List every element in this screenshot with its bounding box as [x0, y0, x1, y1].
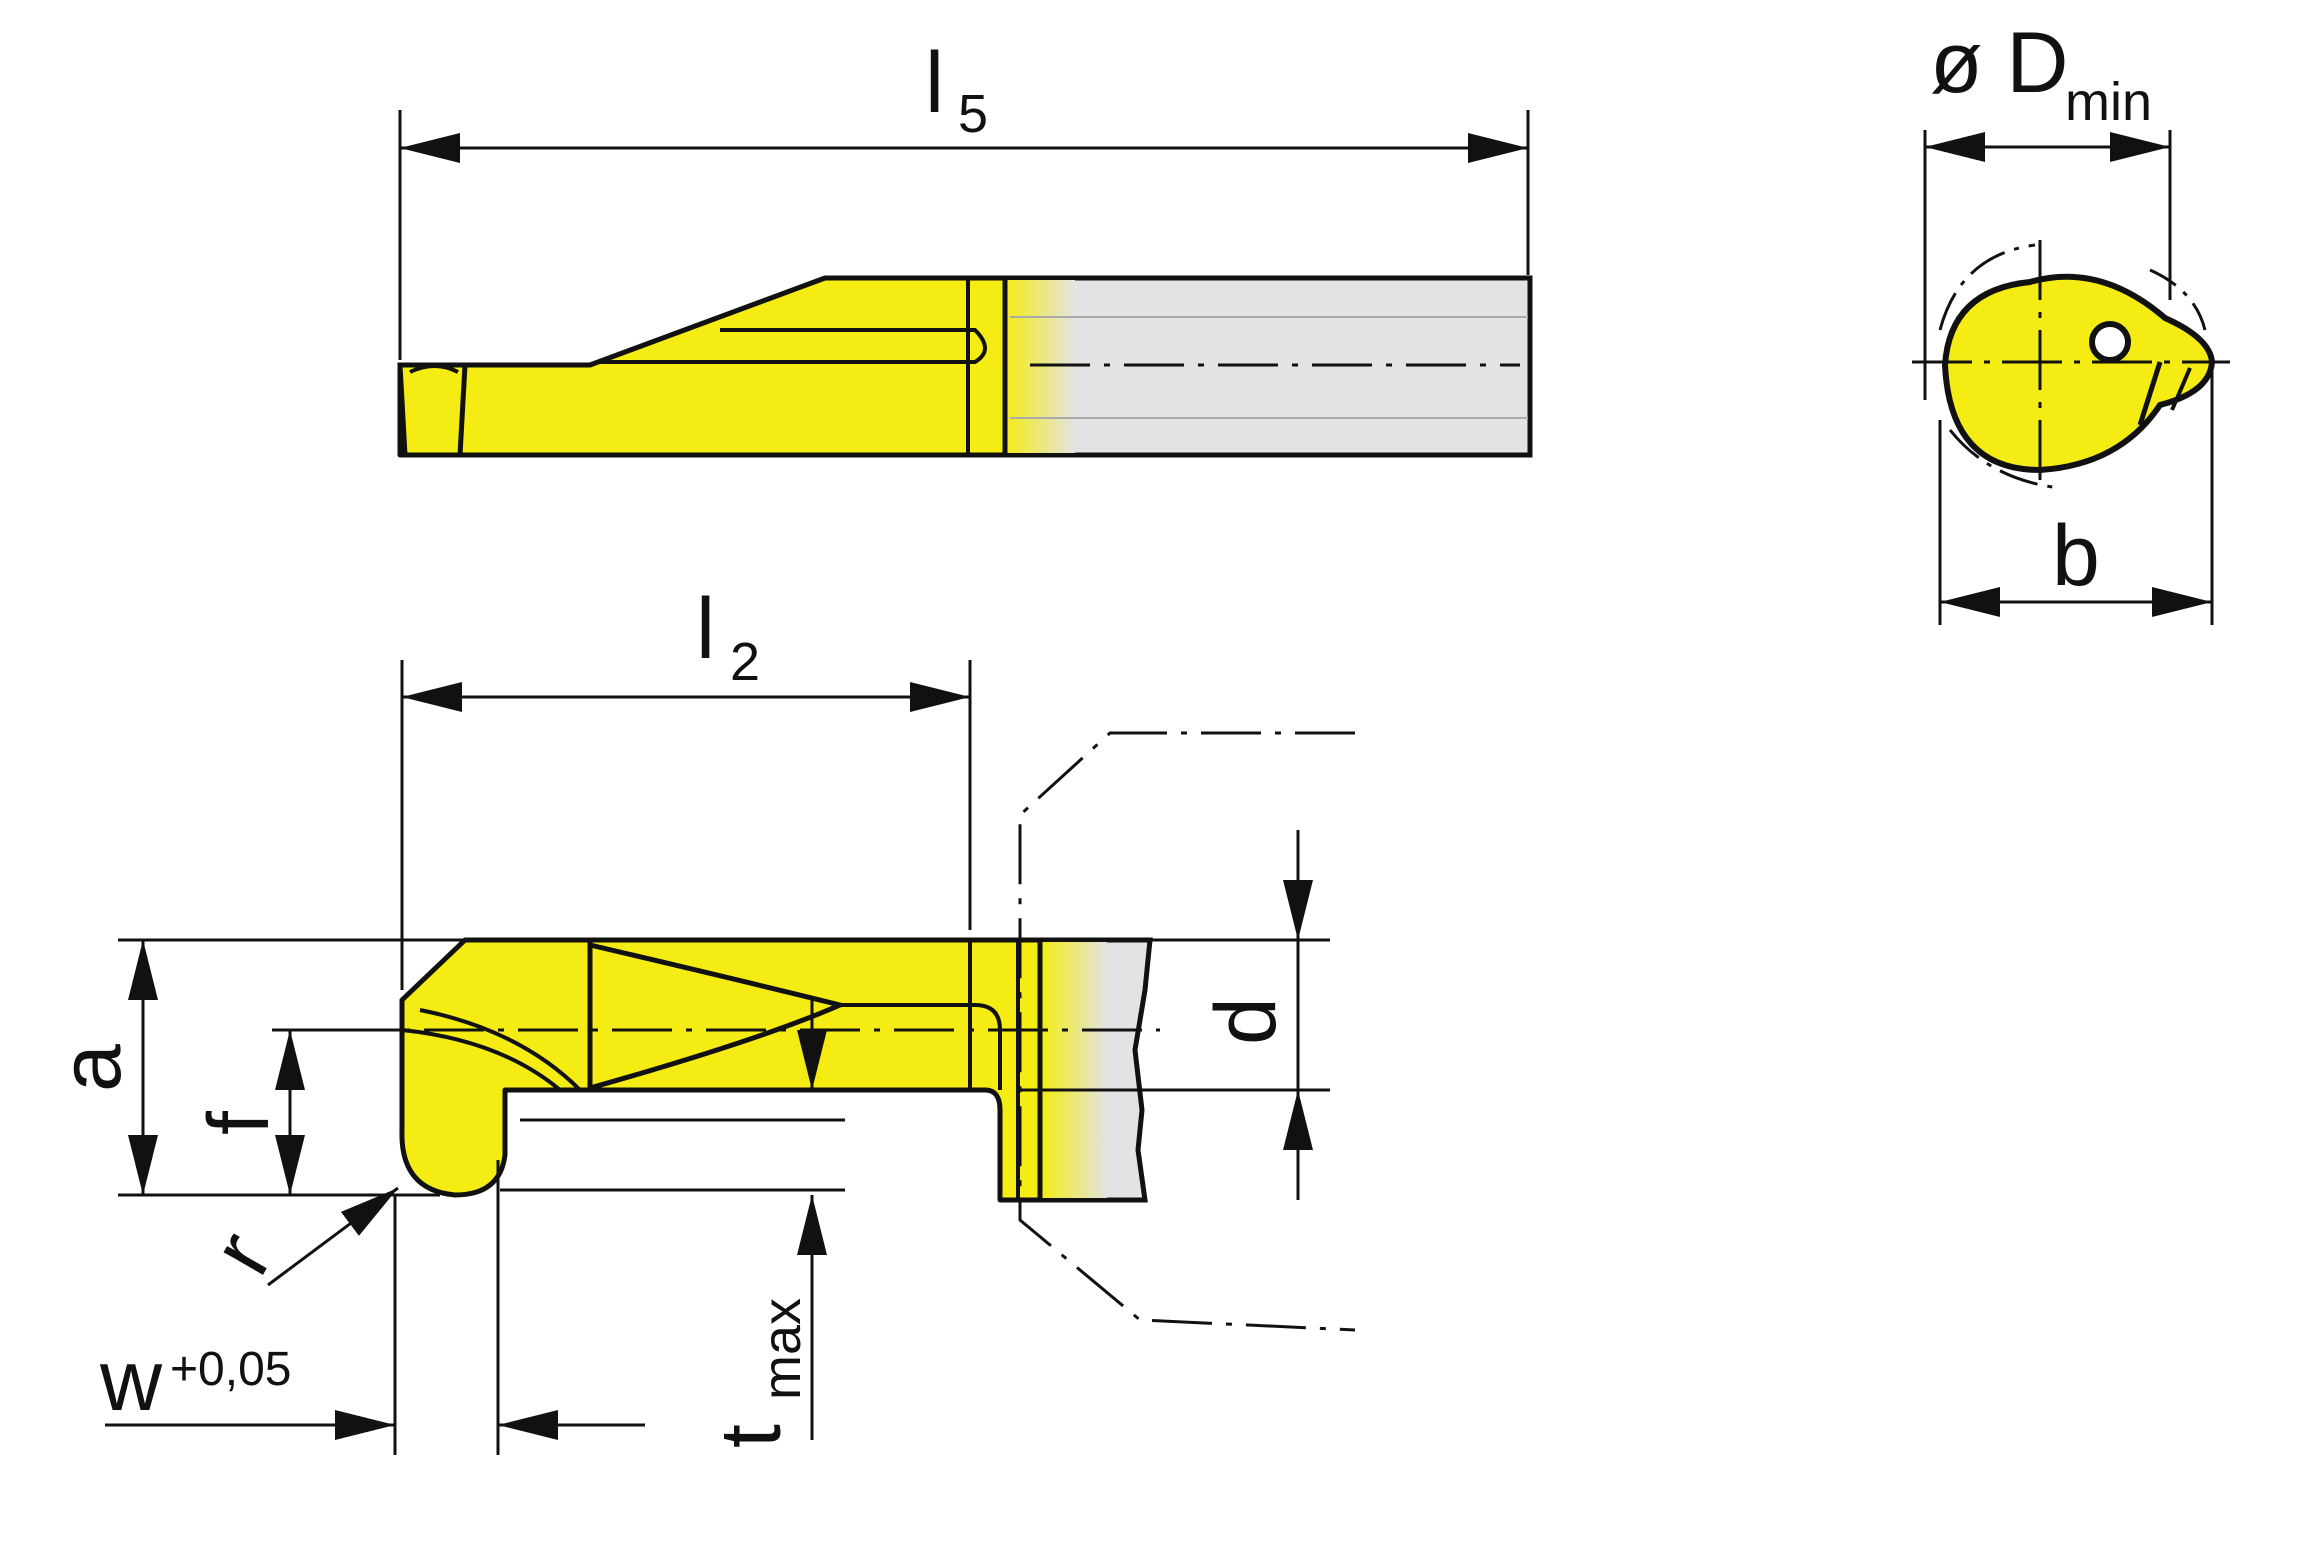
b-label: b	[2052, 508, 2100, 604]
l5-subscript: 5	[958, 84, 988, 144]
tmax-dimension: t max	[500, 1000, 845, 1448]
end-profile	[1941, 273, 2216, 474]
l2-label: l	[696, 581, 715, 677]
r-label: r	[193, 1217, 290, 1290]
tmax-label: t	[703, 1424, 799, 1448]
l5-dimension: l 5	[398, 35, 1530, 360]
coolant-hole	[2089, 321, 2131, 363]
f-label: f	[191, 1110, 287, 1135]
a-dimension: a	[43, 938, 470, 1197]
a-label: a	[43, 1044, 139, 1092]
d-dimension: d	[1020, 830, 1330, 1200]
end-view: ø D min b	[1912, 15, 2230, 625]
tmax-subscript: max	[752, 1298, 812, 1400]
dmin-subscript: min	[2065, 72, 2152, 132]
l2-dimension: l 2	[400, 581, 972, 990]
l2-subscript: 2	[730, 632, 760, 692]
l5-label: l	[925, 35, 944, 131]
insert-body	[397, 275, 1008, 458]
w-label: w	[99, 1333, 163, 1429]
d-label: d	[1198, 997, 1294, 1045]
detail-view	[330, 731, 1356, 1332]
dmin-label: ø D	[1930, 15, 2069, 111]
w-dimension: w +0,05	[99, 1160, 645, 1455]
w-tolerance: +0,05	[170, 1343, 291, 1396]
side-view	[397, 275, 1533, 458]
f-dimension: f	[191, 1028, 400, 1195]
r-dimension: r	[193, 1186, 399, 1290]
